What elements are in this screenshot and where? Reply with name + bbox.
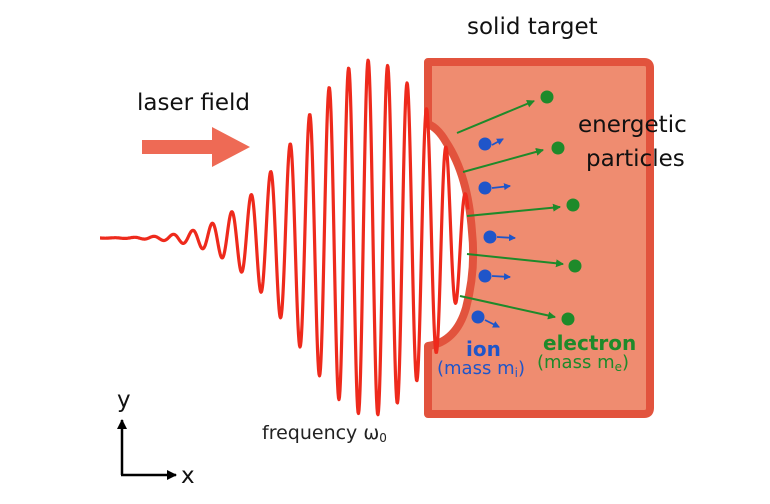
ion-mass-prefix: (mass m [437,358,515,379]
energetic-particles-label-line2: particles [586,146,685,172]
ion-label: ion [466,337,501,361]
ion-mass-label: (mass mi) [437,358,525,380]
x-axis-label: x [181,463,195,489]
laser-wave-packet [98,58,470,417]
trajectory-arrow [466,253,564,268]
ion-velocity-arrow [496,234,516,242]
ion-mass-subscript: i [514,366,518,380]
ion-mass-suffix: ) [517,358,525,379]
laser-field-label: laser field [137,90,251,116]
ion-velocity-arrow [491,273,511,281]
electron-trajectories [456,99,564,320]
electron-particle [551,141,565,155]
ion-particle [483,230,497,244]
trajectory-arrow [466,203,561,217]
frequency-prefix: frequency ω [262,422,380,444]
electron-particle [540,90,554,104]
frequency-subscript: 0 [379,431,387,445]
frequency-label: frequency ω0 [262,422,387,445]
electron-particle [568,259,582,273]
electron-label: electron [543,331,637,355]
ion-particle [478,269,492,283]
ion-particle [478,181,492,195]
electrons [540,90,582,326]
electron-mass-label: (mass me) [537,352,630,374]
ion-velocity-arrow [491,138,504,146]
ion-velocity-arrow [484,319,500,328]
trajectory-arrow [462,147,544,173]
trajectory-arrow [456,99,535,134]
ions [471,137,516,328]
electron-mass-subscript: e [614,360,622,374]
y-axis-label: y [117,387,131,413]
electron-particle [561,312,575,326]
solid-target-label: solid target [467,14,598,40]
laser-direction-arrow [142,127,250,167]
coordinate-axes [117,419,177,480]
ion-particle [478,137,492,151]
electron-particle [566,198,580,212]
energetic-particles-label-line1: energetic [578,112,687,138]
electron-mass-prefix: (mass m [537,352,615,373]
ion-velocity-arrow [491,183,511,191]
trajectory-arrow [459,295,556,320]
ion-particle [471,310,485,324]
electron-mass-suffix: ) [622,352,630,373]
